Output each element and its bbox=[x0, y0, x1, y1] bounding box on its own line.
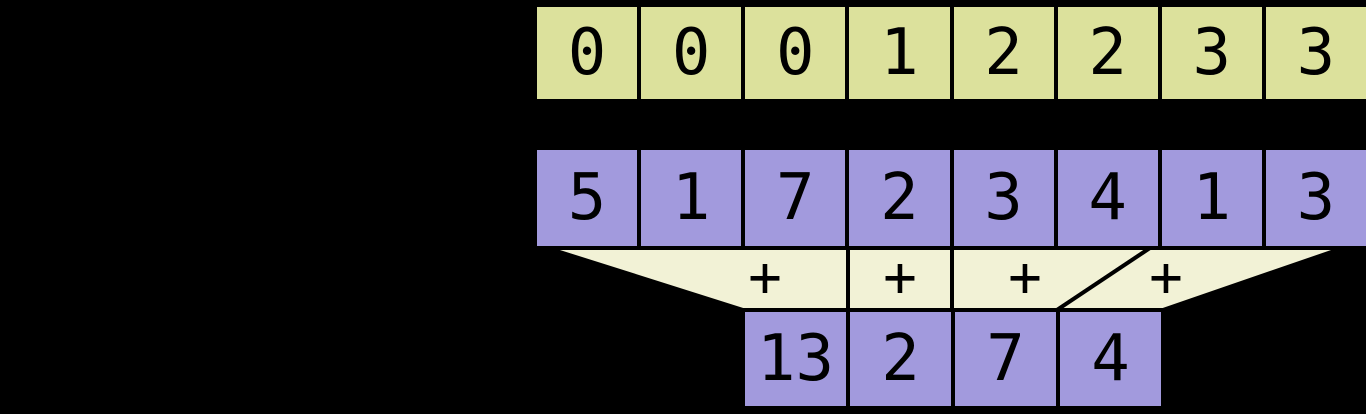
value-cell: 1 bbox=[641, 150, 746, 246]
key-cell: 1 bbox=[849, 7, 954, 99]
key-cell: 2 bbox=[1057, 7, 1162, 99]
key-cell: 2 bbox=[953, 7, 1058, 99]
plus-operator: + bbox=[1149, 245, 1183, 310]
value-cell: 5 bbox=[537, 150, 642, 246]
plus-operator: + bbox=[748, 245, 782, 310]
value-cell: 1 bbox=[1161, 150, 1266, 246]
value-cell: 3 bbox=[953, 150, 1058, 246]
key-cell: 0 bbox=[641, 7, 746, 99]
plus-operator: + bbox=[1008, 245, 1042, 310]
sum-cell: 13 bbox=[745, 312, 850, 406]
plus-operator: + bbox=[883, 245, 917, 310]
sum-cell: 2 bbox=[850, 312, 955, 406]
sum-cell: 4 bbox=[1060, 312, 1161, 406]
value-cell: 4 bbox=[1057, 150, 1162, 246]
keys-row: 0 0 0 1 2 2 3 3 bbox=[533, 3, 1366, 103]
value-cell: 3 bbox=[1265, 150, 1366, 246]
sum-cell: 7 bbox=[955, 312, 1060, 406]
funnel-segment-1 bbox=[546, 246, 850, 312]
value-cell: 7 bbox=[745, 150, 850, 246]
key-cell: 0 bbox=[745, 7, 850, 99]
key-cell: 3 bbox=[1161, 7, 1266, 99]
values-row: 5 1 7 2 3 4 1 3 bbox=[533, 146, 1366, 250]
key-cell: 0 bbox=[537, 7, 642, 99]
sums-row: 13 2 7 4 bbox=[741, 308, 1165, 410]
value-cell: 2 bbox=[849, 150, 954, 246]
key-cell: 3 bbox=[1265, 7, 1366, 99]
